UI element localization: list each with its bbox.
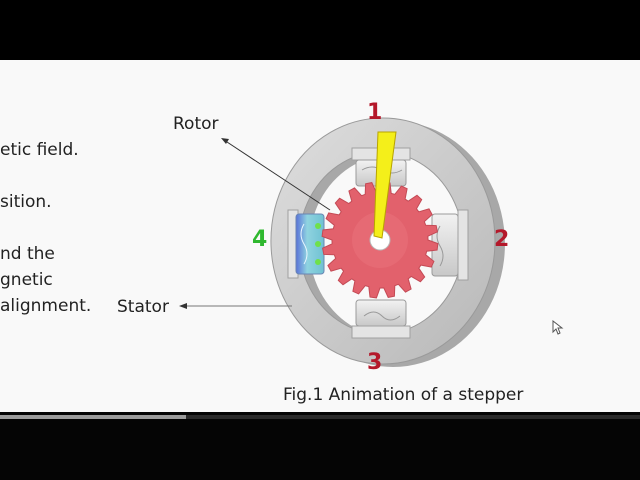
figure-caption: Fig.1 Animation of a stepper [283, 385, 524, 405]
stator-coil-left-active [287, 209, 325, 279]
rotor-pointer [373, 131, 397, 239]
rotor-gear [321, 181, 439, 299]
body-text-line-5: alignment. [0, 296, 92, 316]
stator-coil-bottom [351, 299, 411, 339]
video-progress-bar[interactable] [0, 415, 640, 419]
stator-leader-line [179, 303, 292, 309]
pole-number-3: 3 [367, 350, 383, 375]
video-control-bar [0, 412, 640, 480]
pole-number-2: 2 [494, 227, 510, 252]
body-text-line-4: gnetic [0, 270, 53, 290]
body-text-line-3: nd the [0, 244, 55, 264]
pole-number-4: 4 [252, 227, 268, 252]
stator-label: Stator [117, 297, 169, 317]
video-progress-fill [0, 415, 186, 419]
stepper-motor-diagram [179, 117, 505, 367]
rotor-label: Rotor [173, 114, 219, 134]
stator-coil-right [431, 209, 469, 281]
pole-number-1: 1 [367, 100, 383, 125]
body-text-line-2: sition. [0, 192, 52, 212]
rotor-leader-line [221, 138, 331, 211]
slide: etic field. sition. nd the gnetic alignm… [0, 60, 640, 412]
body-text-line-1: etic field. [0, 140, 79, 160]
mouse-cursor-icon [552, 320, 564, 335]
